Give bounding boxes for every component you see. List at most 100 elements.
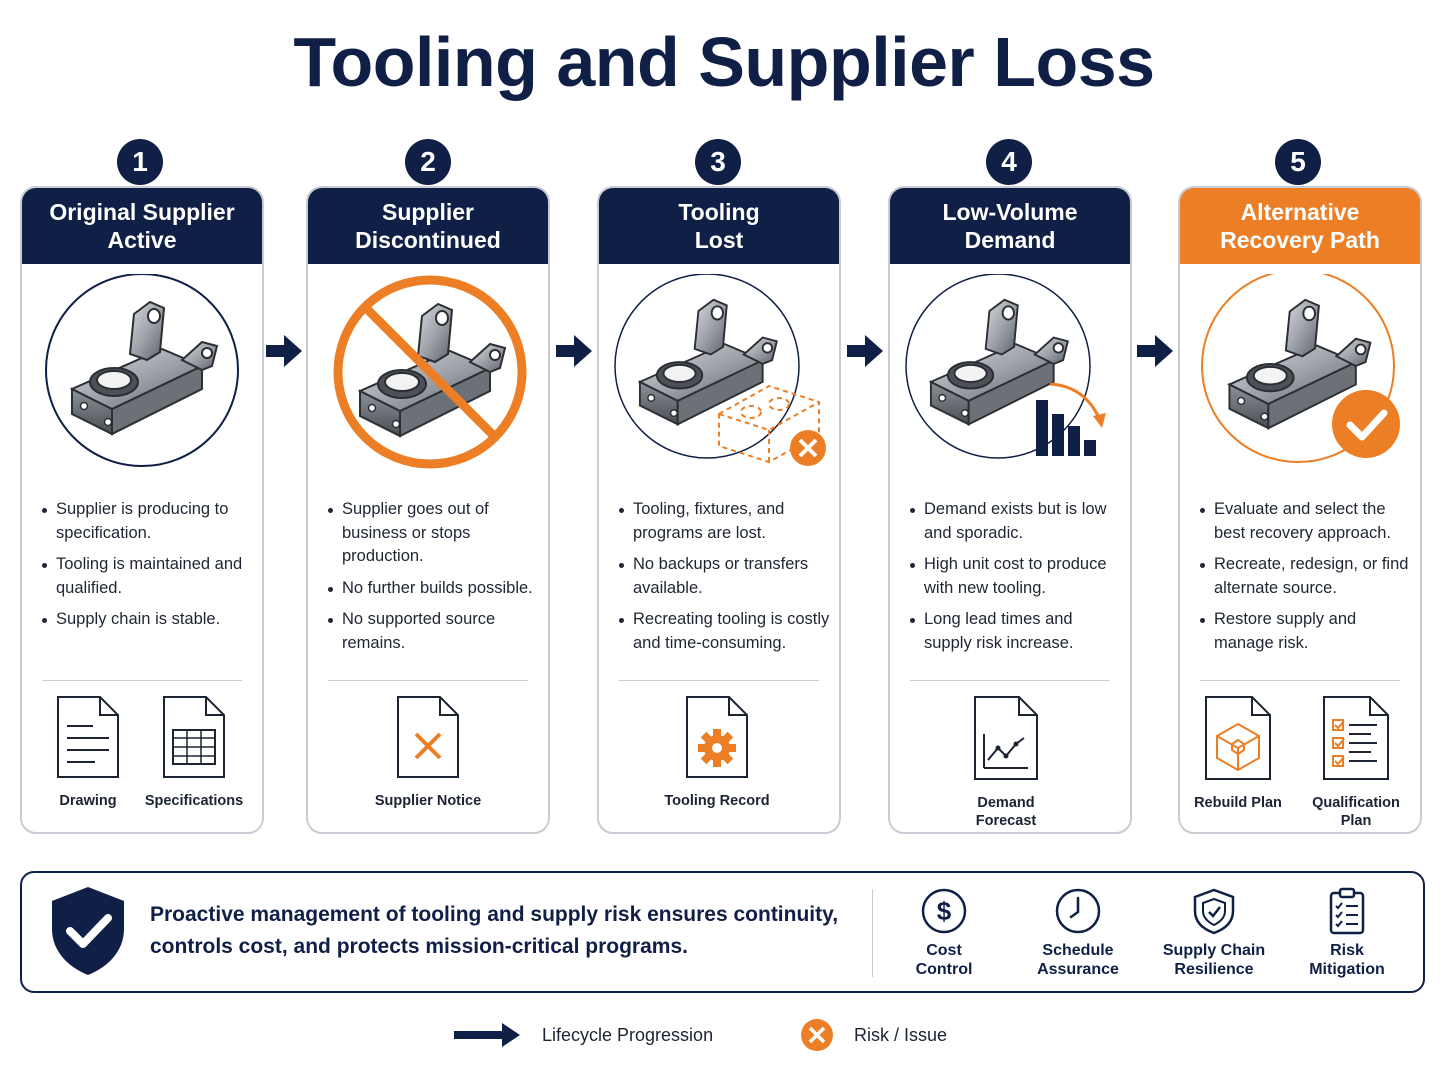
stage-header: Alternative Recovery Path [1180,188,1420,264]
stage-number-badge: 2 [405,139,451,185]
stage-card-original-supplier-active: Original Supplier Active Supplier is pro… [20,186,264,834]
benefit-cost-control: $ Cost Control [874,887,1014,979]
list-item: No backups or transfers available. [617,553,831,600]
stage-number-badge: 4 [986,139,1032,185]
legend-lifecycle-progression: Lifecycle Progression [452,1018,713,1052]
stage-title-line: Low-Volume [942,199,1078,225]
stage-title-line: Supplier [381,199,474,225]
tooling-record-document-icon [686,696,748,778]
clock-icon [1055,888,1101,934]
summary-banner: Proactive management of tooling and supp… [20,871,1425,993]
stage-header: Original Supplier Active [22,188,262,264]
bracket-part-tooling-lost-illustration [599,274,839,484]
stage-card-alternative-recovery-path: Alternative Recovery Path Evaluate and s… [1178,186,1422,834]
rebuild-plan-document: Rebuild Plan [1180,694,1298,812]
specifications-document: Specifications [134,694,254,810]
benefit-label-line: Resilience [1174,961,1254,978]
benefit-label-line: Schedule [1042,942,1114,959]
stage-title-line: Original Supplier [49,199,235,225]
list-item: Recreating tooling is costly and time-co… [617,608,831,655]
stage-title-line: Recovery Path [1220,227,1380,253]
list-item: Supplier is producing to specification. [40,498,254,545]
benefit-schedule-assurance: Schedule Assurance [1008,887,1148,979]
declining-bar-chart-icon [1036,382,1106,456]
supplier-notice-document-icon [397,696,459,778]
drawing-document: Drawing [28,694,148,810]
bracket-part-low-demand-illustration [890,274,1130,484]
qualification-plan-document-icon [1323,696,1389,780]
list-item: Restore supply and manage risk. [1198,608,1412,655]
checklist-icon [1329,887,1365,935]
list-item: No further builds possible. [326,577,540,601]
benefit-label: Risk Mitigation [1277,941,1417,979]
benefit-label: Cost Control [874,941,1014,979]
benefit-risk-mitigation: Risk Mitigation [1277,887,1417,979]
benefit-label-line: Cost [926,942,962,959]
dollar-icon: $ [921,888,967,934]
list-item: Tooling is maintained and qualified. [40,553,254,600]
list-item: Recreate, redesign, or find alternate so… [1198,553,1412,600]
stage-bullet-list: Evaluate and select the best recovery ap… [1198,498,1412,663]
document-label-line: Qualification Plan [1312,795,1400,829]
stage-header: Tooling Lost [599,188,839,264]
benefit-label-line: Assurance [1037,961,1119,978]
benefit-label-line: Mitigation [1309,961,1385,978]
bracket-part-illustration [22,274,262,484]
document-label: Qualification Plan [1296,794,1416,830]
legend-arrow-icon [454,1023,520,1047]
progression-arrow-icon [1137,335,1173,367]
drawing-document-icon [57,696,119,778]
shield-icon [1193,888,1235,935]
stage-title-line: Tooling [678,199,760,225]
stage-title-line: Lost [694,227,744,253]
bracket-part-prohibited-illustration [308,274,548,484]
legend-risk-issue: Risk / Issue [800,1018,947,1052]
stage-header: Supplier Discontinued [308,188,548,264]
demand-forecast-document-icon [974,696,1038,780]
legend-risk-x-icon [801,1019,833,1051]
benefit-label: Schedule Assurance [1008,941,1148,979]
supplier-notice-document: Supplier Notice [368,694,488,810]
list-item: Tooling, fixtures, and programs are lost… [617,498,831,545]
benefit-label-line: Control [915,961,973,978]
progression-arrow-icon [847,335,883,367]
benefit-label-line: Supply Chain [1162,942,1266,959]
list-item: Demand exists but is low and sporadic. [908,498,1122,545]
document-label: Rebuild Plan [1194,795,1282,811]
demand-forecast-document: Demand Forecast [946,694,1066,830]
tooling-block-dashed-icon [718,384,820,464]
summary-text: Proactive management of tooling and supp… [150,903,839,958]
stage-number-badge: 5 [1275,139,1321,185]
document-label: Specifications [144,793,244,809]
legend-label: Risk / Issue [854,1024,948,1045]
stage-title-line: Active [107,227,177,253]
stage-card-tooling-lost: Tooling Lost Tooling, fixtures, and prog… [597,186,841,834]
stage-header: Low-Volume Demand [890,188,1130,264]
stage-card-supplier-discontinued: Supplier Discontinued Supplier goes out … [306,186,550,834]
divider [910,680,1110,681]
benefit-supply-chain-resilience: Supply Chain Resilience [1144,887,1284,979]
list-item: Long lead times and supply risk increase… [908,608,1122,655]
tooling-record-document: Tooling Record [657,694,777,810]
divider [872,889,873,977]
stage-bullet-list: Supplier is producing to specification. … [40,498,254,640]
svg-text:$: $ [937,896,952,926]
stage-title-line: Discontinued [355,227,501,253]
progression-arrow-icon [266,335,302,367]
document-label: Demand Forecast [975,795,1037,829]
stage-number-badge: 1 [117,139,163,185]
bracket-part-recovered-illustration [1180,274,1420,484]
risk-x-icon [790,430,826,466]
stage-card-low-volume-demand: Low-Volume Demand Demand exists but is l… [888,186,1132,834]
rebuild-plan-document-icon [1205,696,1271,780]
stage-title-line: Alternative [1240,199,1360,225]
list-item: Evaluate and select the best recovery ap… [1198,498,1412,545]
legend-label: Lifecycle Progression [542,1024,714,1045]
list-item: Supply chain is stable. [40,608,254,632]
document-label: Supplier Notice [374,793,482,809]
stage-bullet-list: Tooling, fixtures, and programs are lost… [617,498,831,663]
benefit-label-line: Risk [1330,942,1364,959]
document-label: Tooling Record [664,793,770,809]
divider [328,680,528,681]
stage-bullet-list: Demand exists but is low and sporadic. H… [908,498,1122,663]
